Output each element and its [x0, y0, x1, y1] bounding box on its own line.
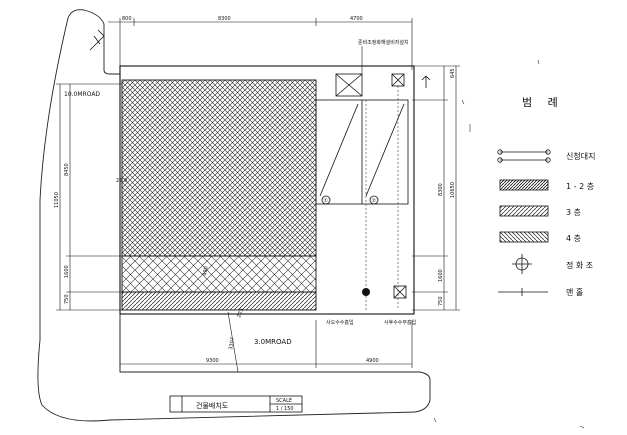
stray-marks: [433, 59, 585, 429]
site-boundary: [119, 65, 415, 315]
road-label-south: 3.0MROAD: [254, 338, 292, 346]
legend-crosshair-icon: [512, 254, 532, 274]
equipment-box-right: [391, 73, 405, 87]
dim-bottom-left: 9300: [206, 358, 219, 364]
marker-2: ②: [372, 198, 377, 204]
dim-left-bottom: 750: [64, 294, 70, 304]
legend-swatch-line: [498, 288, 548, 296]
title-block: [169, 395, 303, 413]
dim-right-main: 8300: [438, 183, 444, 196]
label-valve-left: 사오수수흡입: [326, 319, 354, 326]
legend-label-1: 신청대지: [566, 152, 595, 161]
dim-top-right: 4700: [350, 16, 363, 22]
equipment-box-bottom: [393, 285, 407, 299]
road-outline: [37, 9, 431, 422]
building-floor-4: [121, 291, 317, 311]
north-arrow-icon: [89, 29, 105, 51]
title-block-name: 건물배치도: [196, 401, 229, 410]
dim-right-mid: 1600: [438, 269, 444, 282]
legend-label-2: 1 - 2 층: [566, 182, 594, 191]
equipment-box-left: [335, 73, 363, 97]
parking-area: [315, 99, 409, 205]
label-top-equipment: 준비조정화해설비저설치: [358, 39, 409, 46]
legend-label-5: 정 화 조: [566, 260, 593, 270]
dim-side-note: 22.9: [116, 178, 127, 184]
building-floor-1-2: [121, 79, 317, 257]
title-block-scale-label: SCALE: [276, 398, 292, 404]
dim-right-bottom: 750: [438, 296, 444, 306]
legend-label-6: 맨 홀: [566, 287, 583, 297]
legend-swatch-left: [499, 231, 549, 243]
legend-label-3: 3 층: [566, 208, 581, 217]
legend-title: 범 례: [522, 96, 564, 109]
dim-left-mid: 1600: [64, 265, 70, 278]
dim-diag-2: 223: [236, 308, 245, 319]
label-valve-right: 사후수수부흡입: [384, 319, 416, 326]
dim-inner-note: 490: [202, 266, 210, 276]
dim-top-left: 800: [122, 16, 132, 22]
small-arrow-icon: [421, 75, 431, 88]
legend-swatch-right: [499, 205, 549, 217]
dim-bottom-right: 4900: [366, 358, 379, 364]
title-block-scale-value: 1 / 150: [276, 406, 294, 412]
dim-right-total: 10650: [450, 182, 456, 198]
dim-diag-1: 3307: [228, 337, 236, 351]
road-label-north: 10.0MROAD: [64, 91, 100, 98]
legend-swatch-dense: [499, 179, 549, 191]
dim-top-mid: 8300: [218, 16, 231, 22]
marker-1: ①: [324, 198, 329, 204]
dim-right-top: 645: [450, 68, 456, 78]
legend-label-4: 4 층: [566, 234, 581, 243]
dim-left-total: 11050: [54, 192, 60, 208]
legend-swatch-boundary: [497, 149, 551, 163]
building-floor-3: [121, 255, 317, 293]
dim-left-main: 8450: [64, 163, 70, 176]
